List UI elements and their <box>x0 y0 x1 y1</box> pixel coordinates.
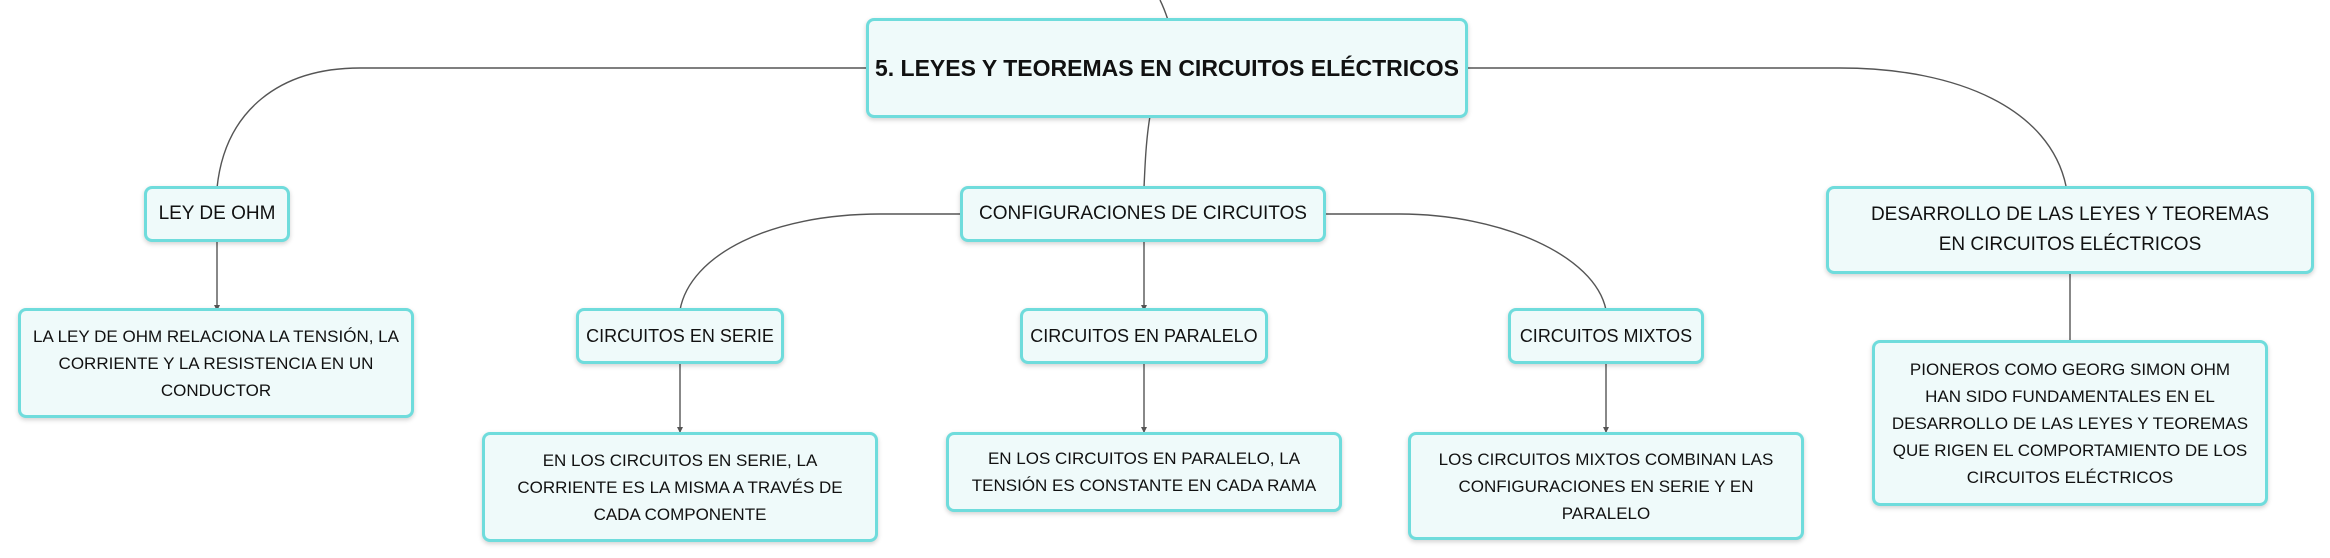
detail-text-serie: EN LOS CIRCUITOS EN SERIE, LA CORRIENTE … <box>517 450 843 524</box>
connector-config-mixtos <box>1326 213 1607 311</box>
subtopic-label-serie: CIRCUITOS EN SERIE <box>586 325 774 346</box>
detail-text-ohm: LA LEY DE OHM RELACIONA LA TENSIÓN, LA C… <box>33 326 399 400</box>
arrowhead-paralelo-detail <box>1141 427 1147 433</box>
connector-parent-root <box>1159 0 1169 21</box>
subtopic-label-paralelo: CIRCUITOS EN PARALELO <box>1030 325 1258 346</box>
connector-root-desarrollo <box>1468 67 2067 187</box>
subtopic-node-paralelo[interactable]: CIRCUITOS EN PARALELO <box>1020 308 1268 364</box>
topic-node-desarrollo[interactable]: DESARROLLO DE LAS LEYES Y TEOREMAS EN CI… <box>1826 186 2314 274</box>
arrowhead-mixtos-detail <box>1603 427 1609 433</box>
subtopic-label-mixtos: CIRCUITOS MIXTOS <box>1519 325 1693 346</box>
detail-node-ohm[interactable]: LA LEY DE OHM RELACIONA LA TENSIÓN, LA C… <box>18 308 414 418</box>
topic-label-ley-de-ohm: LEY DE OHM <box>158 203 276 224</box>
detail-node-serie[interactable]: EN LOS CIRCUITOS EN SERIE, LA CORRIENTE … <box>482 432 878 542</box>
detail-text-desarrollo: PIONEROS COMO GEORG SIMON OHM HAN SIDO F… <box>1891 359 2249 487</box>
connector-config-serie <box>679 213 962 311</box>
subtopic-node-serie[interactable]: CIRCUITOS EN SERIE <box>576 308 784 364</box>
connector-root-ohm <box>216 67 868 189</box>
root-node-label: 5. LEYES Y TEOREMAS EN CIRCUITOS ELÉCTRI… <box>874 54 1460 81</box>
topic-node-ley-de-ohm[interactable]: LEY DE OHM <box>144 186 290 242</box>
subtopic-node-mixtos[interactable]: CIRCUITOS MIXTOS <box>1508 308 1704 364</box>
connector-root-config <box>1143 115 1151 189</box>
topic-label-desarrollo: DESARROLLO DE LAS LEYES Y TEOREMAS EN CI… <box>1870 204 2270 255</box>
detail-text-paralelo: EN LOS CIRCUITOS EN PARALELO, LA TENSIÓN… <box>971 449 1317 495</box>
root-node[interactable]: 5. LEYES Y TEOREMAS EN CIRCUITOS ELÉCTRI… <box>866 18 1468 118</box>
detail-node-desarrollo[interactable]: PIONEROS COMO GEORG SIMON OHM HAN SIDO F… <box>1872 340 2268 506</box>
detail-node-paralelo[interactable]: EN LOS CIRCUITOS EN PARALELO, LA TENSIÓN… <box>946 432 1342 512</box>
detail-node-mixtos[interactable]: LOS CIRCUITOS MIXTOS COMBINAN LAS CONFIG… <box>1408 432 1804 540</box>
topic-node-configuraciones[interactable]: CONFIGURACIONES DE CIRCUITOS <box>960 186 1326 242</box>
arrowhead-serie-detail <box>677 427 683 433</box>
detail-text-mixtos: LOS CIRCUITOS MIXTOS COMBINAN LAS CONFIG… <box>1438 449 1774 523</box>
topic-label-configuraciones: CONFIGURACIONES DE CIRCUITOS <box>979 203 1307 224</box>
